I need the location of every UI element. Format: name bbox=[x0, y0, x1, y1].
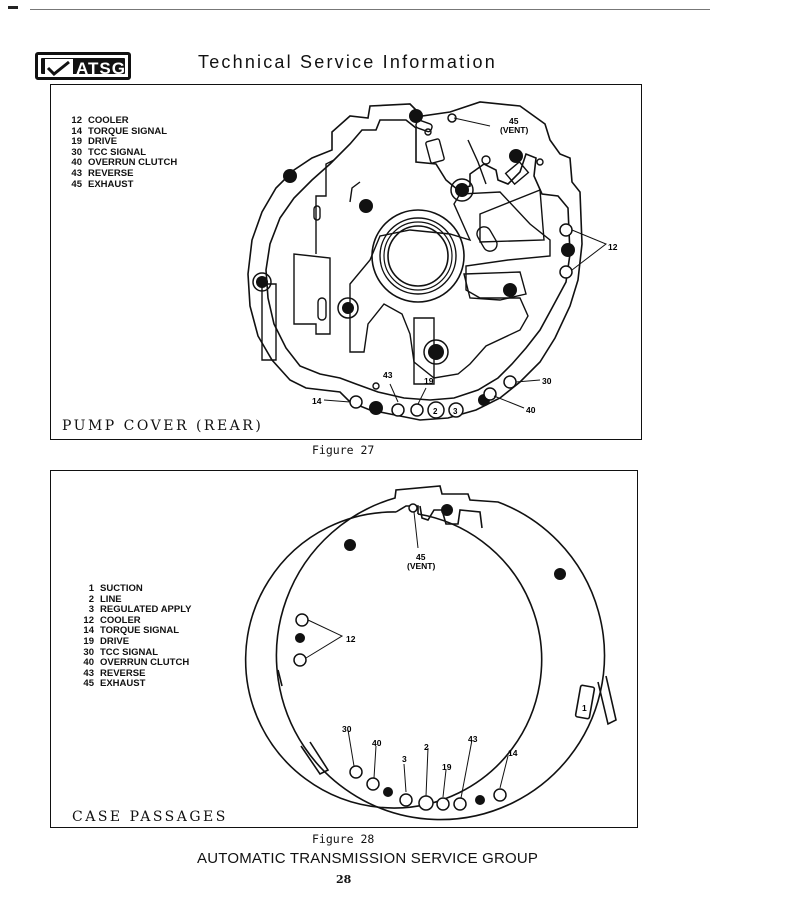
figure-27-caption: Figure 27 bbox=[312, 443, 375, 457]
legend-label: TORQUE SIGNAL bbox=[100, 625, 179, 637]
legend-number: 45 bbox=[71, 178, 82, 190]
legend-label: TCC SIGNAL bbox=[100, 646, 159, 658]
callout-2: 2 bbox=[424, 742, 429, 752]
legend-row: 3 REGULATED APPLY bbox=[72, 604, 192, 616]
case-passages-diagram: 45 (VENT) 12 1 30 40 3 2 19 43 14 bbox=[244, 485, 617, 821]
legend-number: 40 bbox=[83, 657, 94, 669]
pump-cover-rear-diagram: 45 (VENT) 12 30 40 14 43 19 2 3 bbox=[247, 101, 618, 421]
legend-label: EXHAUST bbox=[88, 178, 134, 190]
legend-row: 12 COOLER bbox=[72, 614, 192, 627]
legend-label: REVERSE bbox=[88, 167, 134, 179]
legend-label: EXHAUST bbox=[100, 678, 146, 690]
legend-row: 40 OVERRUN CLUTCH bbox=[60, 158, 177, 169]
legend-number: 43 bbox=[71, 167, 82, 179]
legend-label: COOLER bbox=[100, 614, 141, 626]
footer-org: AUTOMATIC TRANSMISSION SERVICE GROUP bbox=[197, 850, 539, 867]
legend-row: 40 OVERRUN CLUTCH bbox=[72, 657, 192, 669]
callout-19: 19 bbox=[442, 762, 452, 772]
legend-row: 12 COOLER bbox=[60, 115, 177, 127]
callout-12: 12 bbox=[346, 634, 356, 644]
callout-45: 45 bbox=[416, 552, 426, 562]
legend-number: 19 bbox=[71, 136, 82, 148]
callout-vent: (VENT) bbox=[407, 561, 436, 571]
legend-number: 30 bbox=[71, 146, 82, 158]
page-number: 28 bbox=[336, 873, 352, 886]
callout-30: 30 bbox=[542, 376, 552, 386]
legend-number: 19 bbox=[83, 635, 94, 647]
legend-row: 45 EXHAUST bbox=[60, 178, 177, 191]
callout-14: 14 bbox=[508, 748, 518, 758]
legend-number: 40 bbox=[71, 157, 82, 169]
figure-27-legend: 12 COOLER 14 TORQUE SIGNAL 19 DRIVE 30 TCC SIGN… bbox=[60, 115, 177, 191]
callout-45: 45 bbox=[509, 116, 519, 126]
legend-row: 14 TORQUE SIGNAL bbox=[60, 125, 177, 138]
legend-label: SUCTION bbox=[100, 583, 143, 594]
figure-28-panel bbox=[50, 470, 638, 828]
callout-40: 40 bbox=[526, 405, 536, 415]
legend-number: 14 bbox=[71, 125, 82, 137]
callout-12: 12 bbox=[608, 242, 618, 252]
page-title: Technical Service Information bbox=[198, 52, 497, 72]
callout-vent: (VENT) bbox=[500, 125, 529, 135]
callout-40: 40 bbox=[372, 738, 382, 748]
legend-number: 3 bbox=[88, 604, 94, 616]
legend-label: COOLER bbox=[88, 115, 129, 126]
legend-number: 2 bbox=[88, 593, 94, 605]
legend-number: 1 bbox=[88, 583, 94, 594]
callout-30: 30 bbox=[342, 724, 352, 734]
callout-43: 43 bbox=[468, 734, 478, 744]
legend-label: TCC SIGNAL bbox=[88, 146, 147, 158]
legend-row: 30 TCC SIGNAL bbox=[60, 146, 177, 159]
figure-28-caption: Figure 28 bbox=[312, 832, 375, 846]
legend-label: REGULATED APPLY bbox=[100, 604, 192, 616]
legend-row: 43 REVERSE bbox=[72, 667, 192, 680]
legend-label: DRIVE bbox=[100, 635, 130, 647]
legend-row: 19 DRIVE bbox=[72, 635, 192, 648]
logo-text: ATSG bbox=[76, 59, 126, 78]
corner-mark bbox=[8, 6, 18, 9]
legend-label: TORQUE SIGNAL bbox=[88, 125, 167, 137]
legend-number: 12 bbox=[71, 115, 82, 126]
legend-number: 14 bbox=[83, 625, 94, 637]
legend-label: OVERRUN CLUTCH bbox=[100, 657, 190, 669]
legend-row: 45 EXHAUST bbox=[72, 679, 192, 690]
callout-1: 1 bbox=[582, 703, 587, 713]
callout-3: 3 bbox=[402, 754, 407, 764]
legend-row: 19 DRIVE bbox=[60, 136, 177, 148]
hole-label-2: 2 bbox=[433, 407, 438, 416]
legend-label: REVERSE bbox=[100, 667, 146, 679]
callout-14: 14 bbox=[312, 396, 322, 406]
legend-row: 2 LINE bbox=[72, 593, 192, 606]
legend-number: 30 bbox=[83, 646, 94, 658]
checkmark-logo-icon bbox=[45, 59, 73, 76]
legend-number: 45 bbox=[83, 678, 94, 690]
legend-label: DRIVE bbox=[88, 136, 118, 148]
legend-number: 43 bbox=[83, 667, 94, 679]
callout-43: 43 bbox=[383, 370, 393, 380]
legend-row: 30 TCC SIGNAL bbox=[72, 646, 192, 659]
callout-19: 19 bbox=[424, 376, 434, 386]
legend-number: 12 bbox=[83, 614, 94, 626]
hole-label-3: 3 bbox=[453, 407, 458, 416]
top-rule bbox=[30, 9, 710, 10]
legend-row: 14 TORQUE SIGNAL bbox=[72, 626, 192, 637]
figure-27-panel-label: PUMP COVER (REAR) bbox=[62, 418, 264, 434]
legend-label: OVERRUN CLUTCH bbox=[88, 157, 178, 169]
legend-row: 43 REVERSE bbox=[60, 167, 177, 180]
figure-28-panel-label: CASE PASSAGES bbox=[72, 809, 228, 825]
atsg-logo: ATSG bbox=[35, 52, 131, 80]
legend-label: LINE bbox=[100, 593, 122, 605]
legend-row: 1 SUCTION bbox=[72, 583, 192, 595]
